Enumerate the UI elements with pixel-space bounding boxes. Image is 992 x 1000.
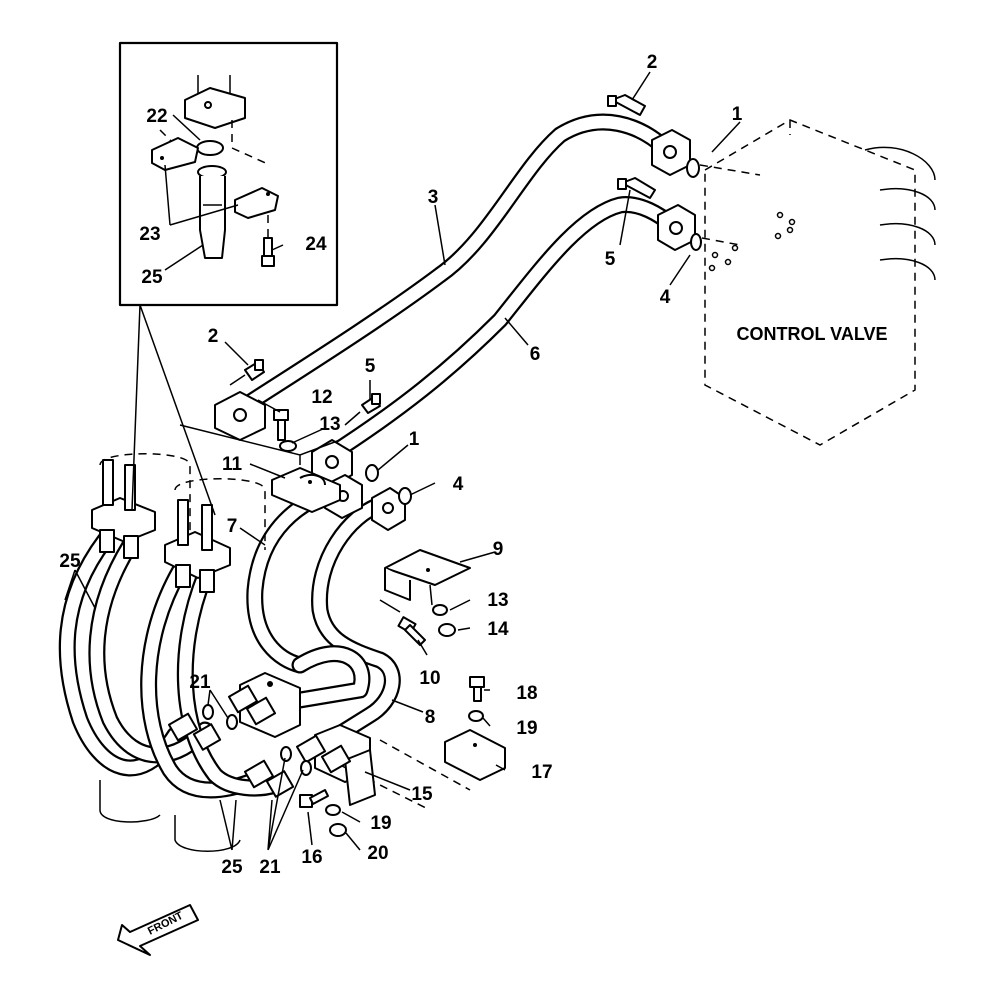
pipe-3 [229,113,674,419]
o-ring [300,760,312,776]
hose-fitting [192,723,222,751]
clamp-17 [444,729,506,781]
callout-25: 25 [59,551,81,572]
callout-15: 15 [411,784,433,805]
callout-7: 7 [227,516,238,537]
bracket-15 [344,749,376,806]
callout-5: 5 [365,356,376,377]
callout-1: 1 [409,429,420,450]
callout-16: 16 [301,847,322,868]
pipe-7-lower [291,645,371,709]
o-ring [365,464,379,482]
pump-flange [164,499,231,593]
callout-2: 2 [208,326,219,347]
hose-fitting [167,712,199,742]
flange-pipe6-valve-end [657,204,696,251]
pipe-6 [321,196,681,464]
callout-20: 20 [367,843,388,864]
o-ring [226,714,238,730]
callout-21: 21 [259,857,281,878]
pipe-8 [311,496,401,749]
hose-fitting [227,684,259,714]
callout-12: 12 [311,387,332,408]
bolt [361,393,381,414]
hose-fitting [245,696,277,726]
bracket-9 [384,549,471,601]
flange-pipe8-upper [371,487,406,531]
nut [438,623,456,637]
callout-19: 19 [370,813,391,834]
hose-fitting [320,744,352,774]
callout-11: 11 [222,454,243,475]
callout-25: 25 [141,267,163,288]
hose-25 [58,531,184,777]
callout-13: 13 [487,590,508,611]
callout-22: 22 [146,106,167,127]
callout-4: 4 [453,474,464,495]
leader-lines [64,71,741,851]
callout-10: 10 [419,668,440,689]
hose-fitting [295,734,327,764]
washer [432,604,448,616]
detail-inset [118,41,339,307]
bolt [607,94,646,116]
hose-25 [176,566,284,797]
control-valve-label: CONTROL VALVE [736,324,887,344]
callout-18: 18 [516,683,537,704]
callout-5: 5 [605,249,616,270]
pump-flange [91,459,156,559]
callout-25: 25 [221,857,243,878]
callout-6: 6 [530,344,541,365]
washer [279,440,297,452]
o-ring [398,487,412,505]
callout-2: 2 [647,52,658,73]
callout-3: 3 [428,187,439,208]
o-ring [280,746,292,762]
flange-pipe3-valve-end [651,129,691,176]
bolt [299,789,329,808]
washer [468,710,484,722]
o-ring [686,158,700,178]
bolt [617,177,656,199]
front-arrow-icon: FRONT [117,904,199,956]
hose-25 [88,536,214,764]
bolt [273,409,289,441]
flange-pipe3-lower-end [214,391,266,441]
callout-13: 13 [319,414,340,435]
callout-labels: 1 2 3 5 4 6 22 23 24 25 2 5 12 13 1 11 4… [59,52,742,878]
callout-14: 14 [487,619,509,640]
flange-pipe6-lower-end [311,439,353,487]
nut [329,823,347,837]
callout-4: 4 [660,287,671,308]
washer [325,804,341,816]
callout-24: 24 [305,234,327,255]
callout-23: 23 [139,224,160,245]
o-ring [690,233,702,251]
clamp-11 [271,467,341,513]
callout-8: 8 [425,707,436,728]
control-valve: CONTROL VALVE [704,119,936,446]
callout-9: 9 [493,539,504,560]
bolt [469,676,485,702]
callout-17: 17 [531,762,552,783]
o-ring [202,704,214,720]
bolt [397,616,426,646]
bolt [244,359,265,381]
callout-1: 1 [732,104,743,125]
callout-21: 21 [189,672,211,693]
hose-fitting [243,759,275,789]
callout-19: 19 [516,718,537,739]
